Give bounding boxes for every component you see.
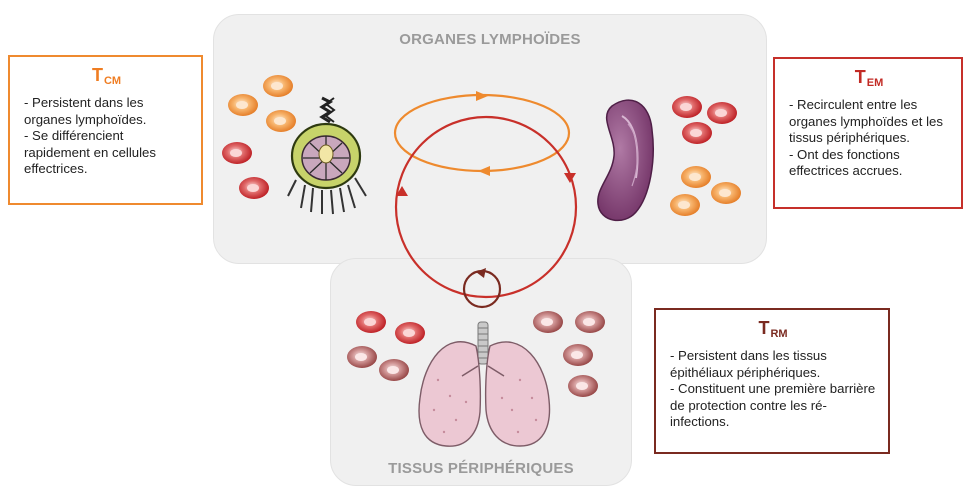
trm-card-line: - Persistent dans les tissus épithéliaux… [670, 348, 876, 381]
tem-card-title: TEM [789, 67, 949, 93]
red-cell-icon [356, 311, 386, 333]
orange-cell-icon [681, 166, 711, 188]
spleen-icon [598, 100, 653, 220]
red-cell-icon [395, 322, 425, 344]
trm-card: TRM - Persistent dans les tissus épithél… [654, 308, 890, 454]
brown-cell-icon [568, 375, 598, 397]
orange-cell-icon [266, 110, 296, 132]
arrow-left-icon [478, 166, 490, 176]
brown-cell-icon [533, 311, 563, 333]
tem-card: TEM - Recirculent entre les organes lymp… [773, 57, 963, 209]
red-cell-icon [672, 96, 702, 118]
arrow-down-icon [564, 173, 576, 183]
brown-cell-icon [379, 359, 409, 381]
lungs-icon [419, 322, 550, 446]
tcm-card-line: - Se différencient rapidement en cellule… [24, 128, 189, 178]
brown-cell-icon [563, 344, 593, 366]
trm-card-line: - Constituent une première barrière de p… [670, 381, 876, 431]
brown-cell-icon [347, 346, 377, 368]
arrow-loop-icon [476, 268, 486, 278]
orange-cell-icon [263, 75, 293, 97]
tem-card-line: - Recirculent entre les organes lymphoïd… [789, 97, 949, 147]
circulation-arrows [395, 91, 576, 307]
trm-card-title: TRM [670, 318, 876, 344]
arrow-right-icon [476, 91, 488, 101]
tem-cells-right [670, 96, 741, 216]
tem-card-line: - Ont des fonctions effectrices accrues. [789, 147, 949, 180]
brown-cell-icon [575, 311, 605, 333]
orange-cell-icon [670, 194, 700, 216]
red-cell-icon [222, 142, 252, 164]
lymph-node-icon [288, 98, 366, 214]
tcm-card-title: TCM [24, 65, 189, 91]
tcm-card: TCM - Persistent dans les organes lympho… [8, 55, 203, 205]
orange-cell-icon [228, 94, 258, 116]
tcm-cells-left [222, 75, 296, 199]
red-cell-icon [239, 177, 269, 199]
red-cell-icon [707, 102, 737, 124]
red-cell-icon [682, 122, 712, 144]
tcm-card-line: - Persistent dans les organes lymphoïdes… [24, 95, 189, 128]
orange-cell-icon [711, 182, 741, 204]
